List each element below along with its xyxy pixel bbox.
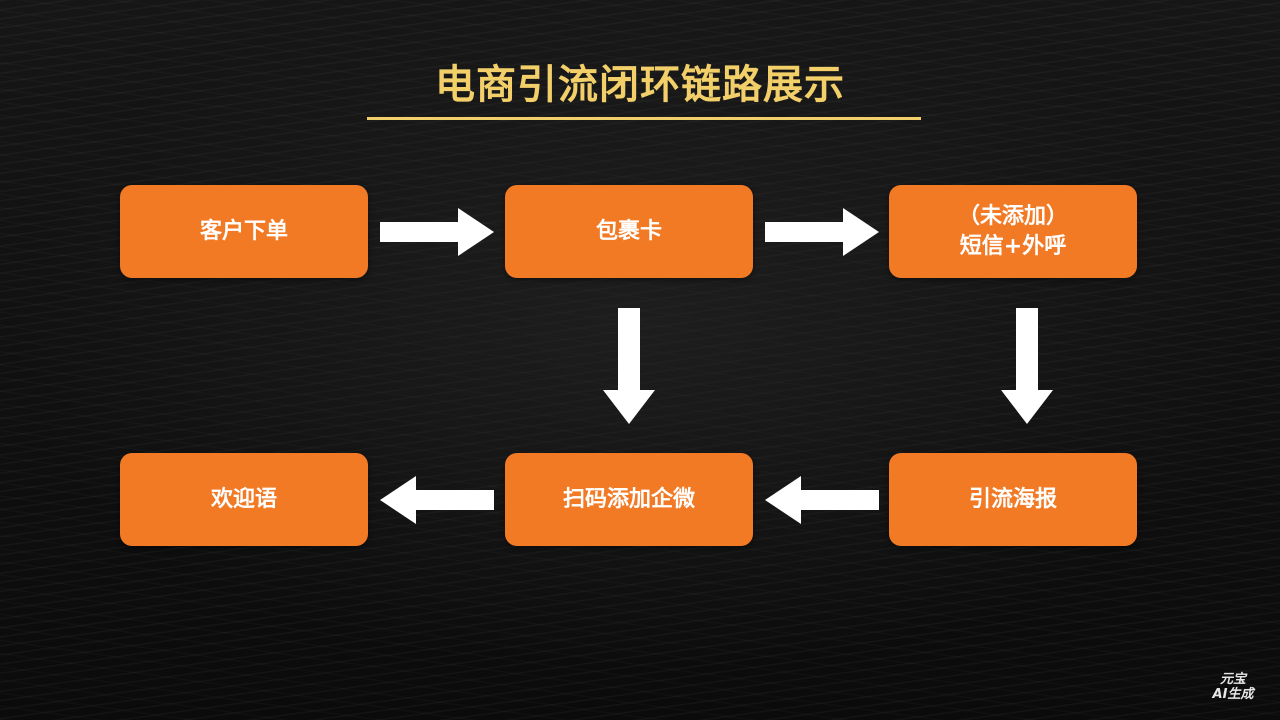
title-underline — [367, 117, 921, 120]
node-scan-add-wecom: 扫码添加企微 — [505, 453, 753, 546]
ai-watermark: 元宝 AI生成 — [1206, 672, 1260, 702]
node-customer-order: 客户下单 — [120, 185, 368, 278]
arrow-left-2 — [380, 476, 494, 524]
watermark-line-2: AI生成 — [1212, 687, 1254, 702]
node-welcome-message: 欢迎语 — [120, 453, 368, 546]
arrow-down-2 — [1001, 308, 1053, 424]
node-package-card: 包裹卡 — [505, 185, 753, 278]
arrow-right-2 — [765, 208, 879, 256]
node-sms-call: （未添加） 短信+外呼 — [889, 185, 1137, 278]
node-traffic-poster: 引流海报 — [889, 453, 1137, 546]
arrow-right-1 — [380, 208, 494, 256]
diagram-title: 电商引流闭环链路展示 — [435, 62, 845, 108]
arrow-down-1 — [603, 308, 655, 424]
watermark-line-1: 元宝 — [1219, 672, 1246, 687]
arrow-left-1 — [765, 476, 879, 524]
